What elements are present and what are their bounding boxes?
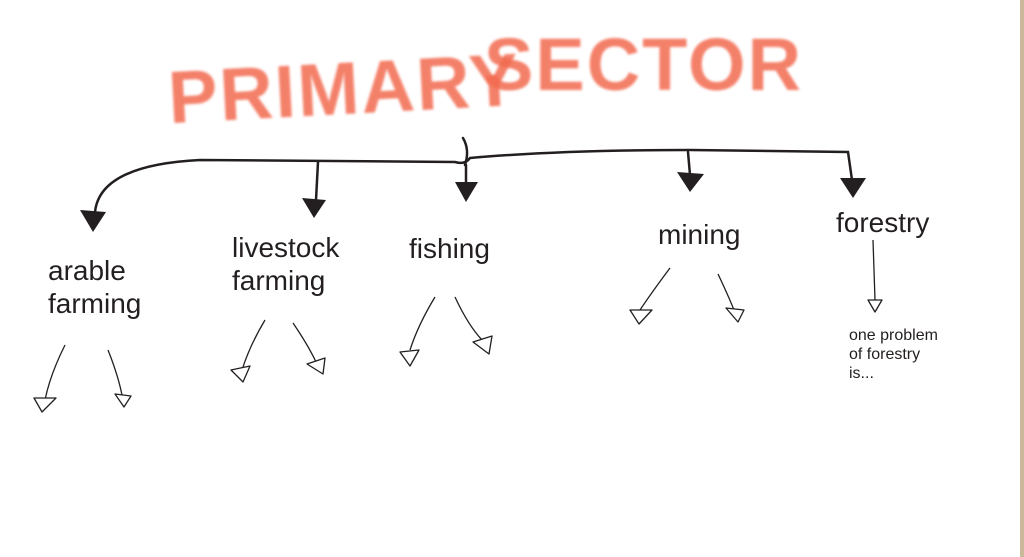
open-arrow-icon <box>472 335 493 355</box>
arrow-fishing-icon <box>455 182 478 202</box>
window-edge <box>1020 0 1024 557</box>
arrow-forestry-icon <box>840 178 866 198</box>
branch-livestock-line <box>314 160 320 202</box>
arrow-livestock-icon <box>302 198 326 218</box>
open-arrow-icon <box>306 357 326 375</box>
open-arrow-icon <box>867 299 883 313</box>
open-arrow-icon <box>114 393 132 408</box>
label-fishing: fishing <box>409 233 490 264</box>
open-arrow-icon <box>399 349 420 367</box>
arrow-mining-icon <box>677 172 704 192</box>
sub-arrow-line <box>872 239 876 301</box>
sub-arrow-line <box>107 349 123 396</box>
sub-arrow-line <box>717 273 735 311</box>
sub-arrow-line <box>292 322 317 363</box>
label-arable-farming: arable farming <box>48 255 142 319</box>
open-arrow-icon <box>230 365 251 383</box>
sub-arrow-line <box>241 319 266 371</box>
title-sector: SECTOR <box>484 23 804 106</box>
sub-arrow-line <box>454 296 483 341</box>
open-arrow-icon <box>33 397 57 413</box>
label-livestock-farming: livestock farming <box>232 232 340 296</box>
label-forestry: forestry <box>836 207 930 238</box>
branch-mining-line <box>686 150 692 177</box>
open-arrow-icon <box>725 307 745 323</box>
sub-arrow-line <box>44 344 66 401</box>
sub-arrow-line <box>409 296 436 351</box>
main-branch-line <box>93 148 854 214</box>
arrow-arable-icon <box>80 210 106 232</box>
sub-arrow-line <box>639 267 671 311</box>
open-arrow-icon <box>629 309 653 325</box>
label-mining: mining <box>658 219 741 250</box>
forestry-note: one problem of forestry is... <box>849 327 938 382</box>
